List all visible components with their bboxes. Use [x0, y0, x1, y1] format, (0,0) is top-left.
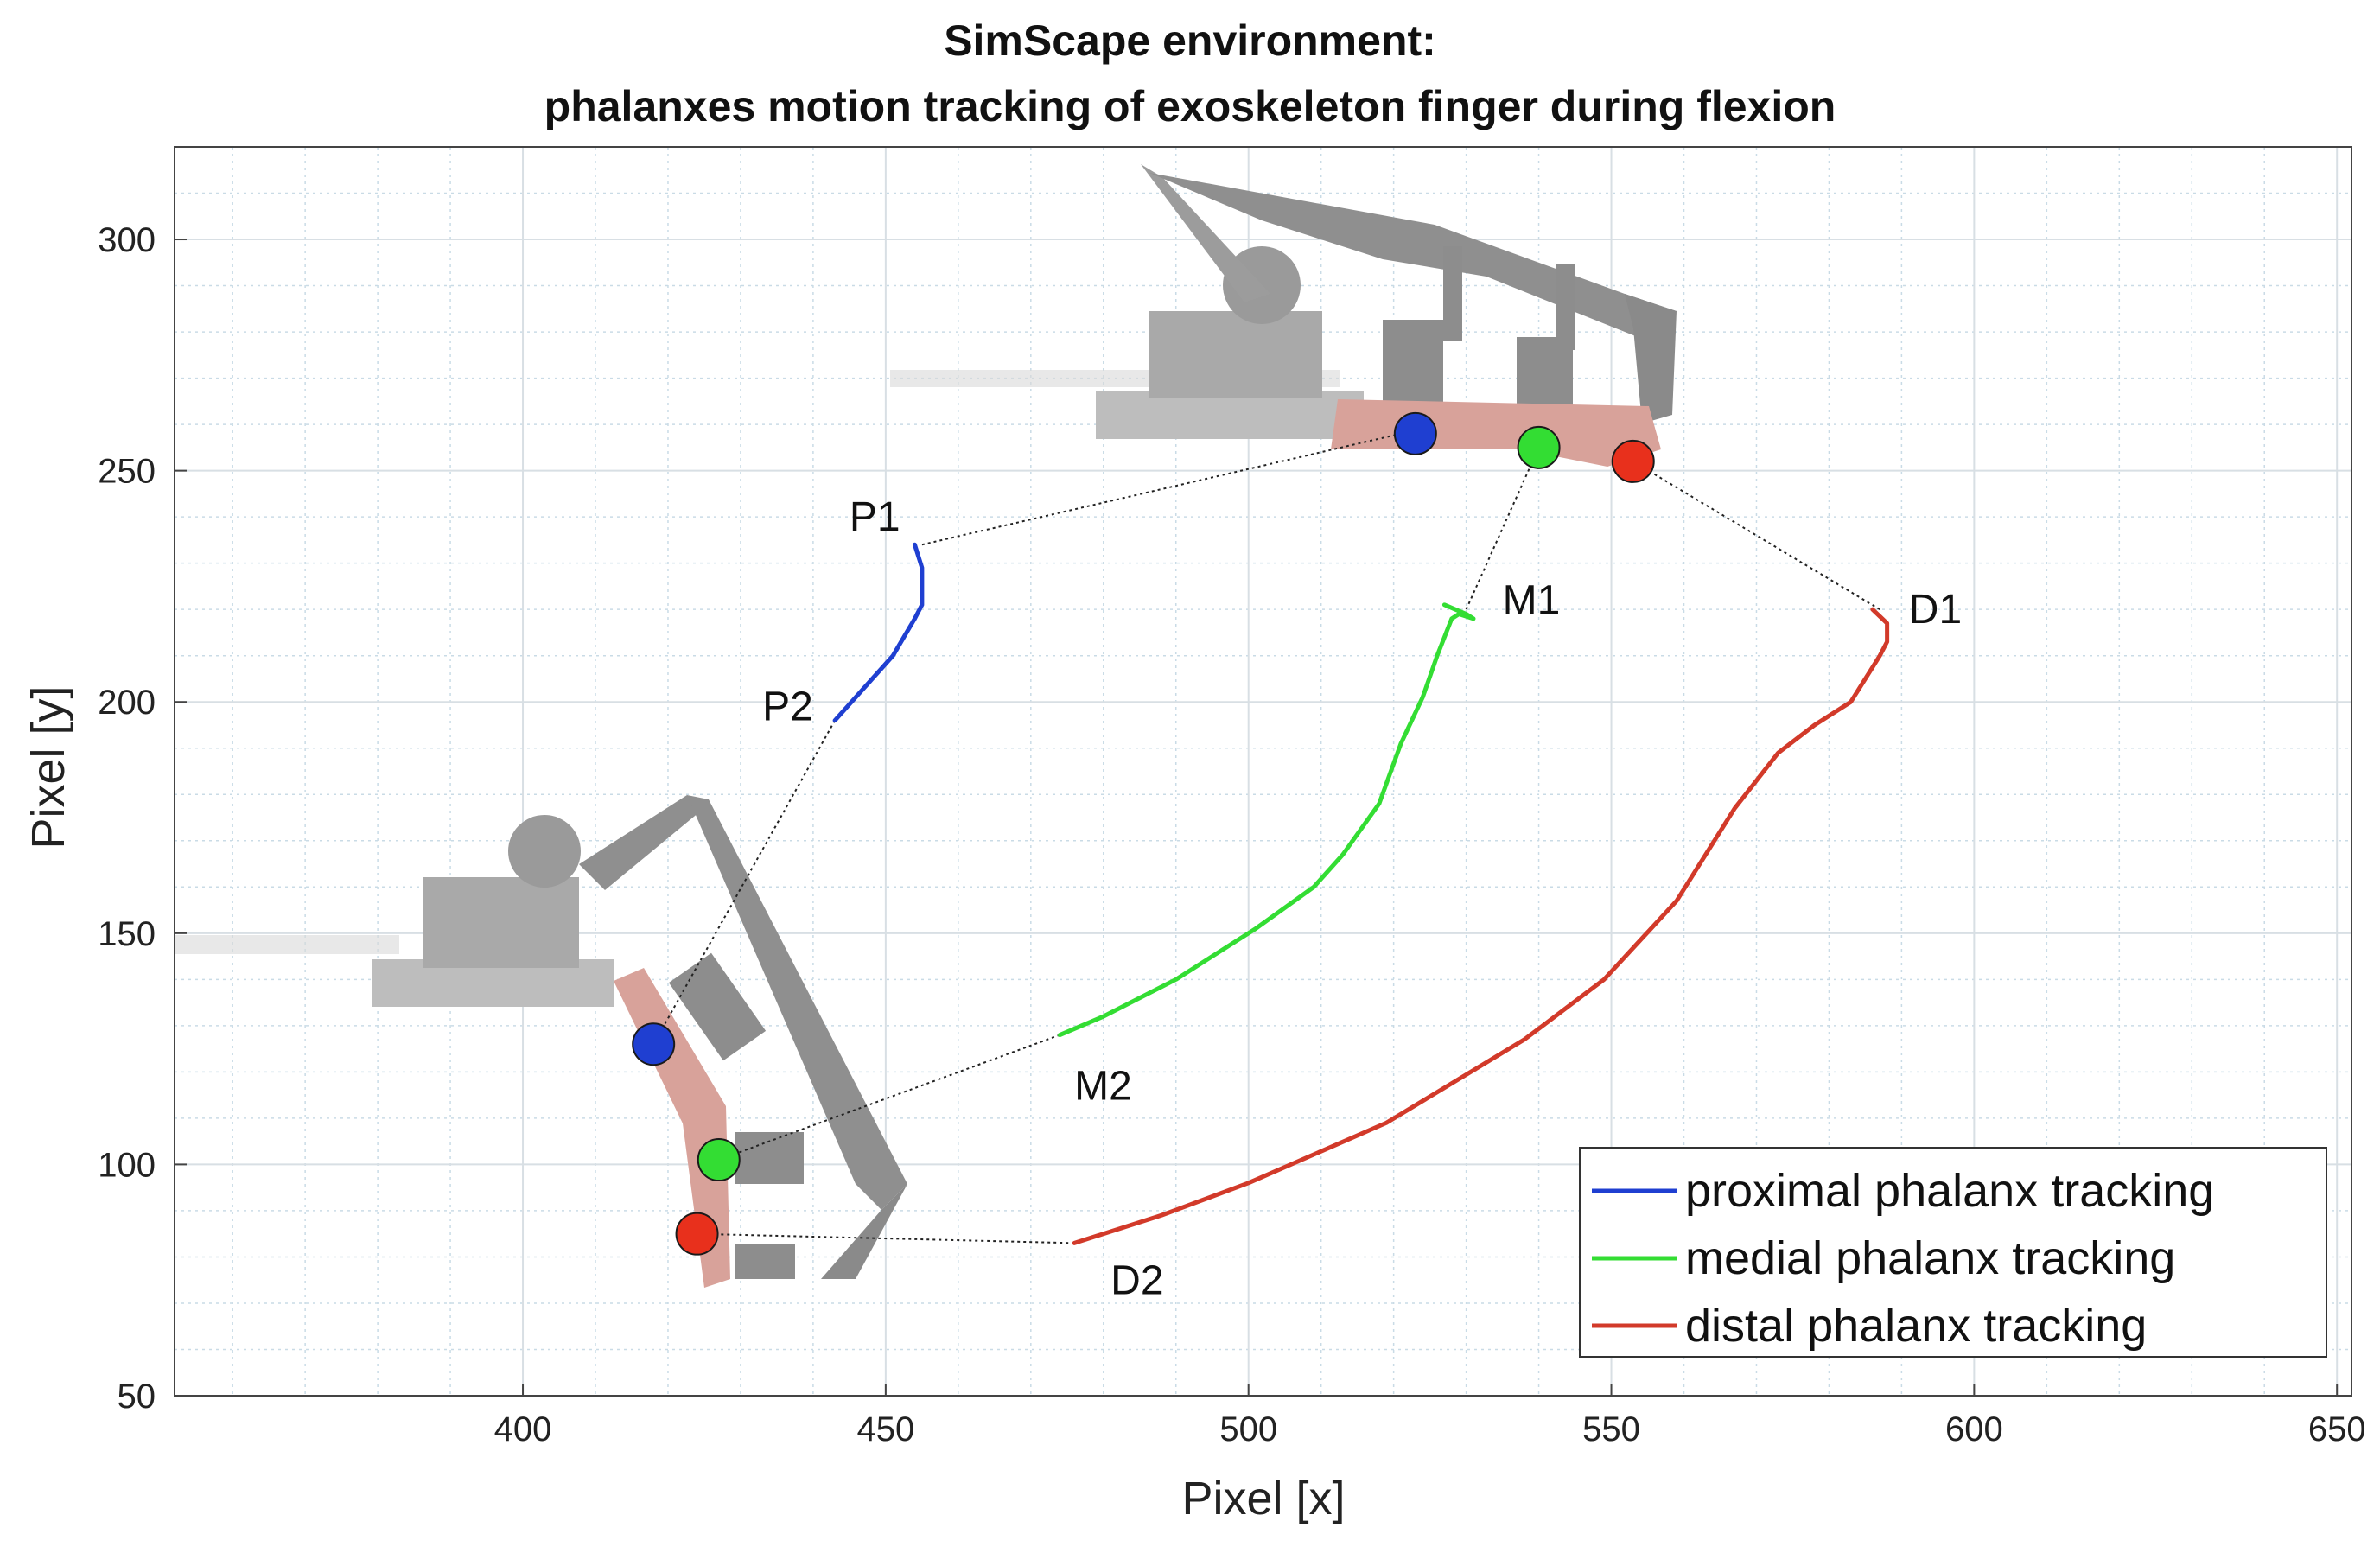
exo-bottom-frame-long: [687, 795, 907, 1210]
exo-top-rod-2: [1556, 264, 1575, 350]
exo-bottom-link-3: [735, 1244, 795, 1279]
joint-marker-medial: [1517, 425, 1561, 469]
series-line: [832, 542, 925, 723]
x-tick-label: 450: [856, 1410, 914, 1448]
x-tick-label: 600: [1945, 1410, 2003, 1448]
exo-top-rod-1: [1443, 246, 1462, 341]
annotation-label: M2: [1074, 1063, 1132, 1109]
annotation-label: D1: [1909, 587, 1962, 633]
y-tick-label: 250: [98, 453, 156, 491]
series-line: [1057, 602, 1476, 1038]
y-tick-label: 50: [118, 1378, 156, 1416]
exo-top-link-1: [1383, 320, 1443, 415]
x-tick-label: 500: [1219, 1410, 1277, 1448]
legend-label: medial phalanx tracking: [1685, 1232, 2175, 1284]
joint-marker-distal: [675, 1212, 719, 1256]
legend-label: proximal phalanx tracking: [1685, 1165, 2214, 1217]
legend-entries: proximal phalanx tracking medial phalanx …: [1592, 1165, 2214, 1352]
connector-lines: [652, 432, 1880, 1244]
exo-bottom-frame-tip: [821, 1184, 907, 1279]
tick-layer: 400 450 500 550 600 650 50 100 150 200 250 300: [98, 221, 2365, 1448]
exo-top-arm-a: [1141, 164, 1270, 302]
legend-box: [1579, 1147, 2327, 1358]
exo-top-base-plate: [1096, 391, 1364, 439]
legend-label: distal phalanx tracking: [1685, 1300, 2147, 1352]
plot-frame: [174, 146, 2352, 1397]
joint-marker-distal: [1611, 439, 1655, 483]
annotation-label: D2: [1110, 1257, 1163, 1303]
y-tick-label: 300: [98, 221, 156, 259]
x-tick-label: 550: [1582, 1410, 1640, 1448]
joint-marker-proximal: [1393, 411, 1437, 455]
exo-bottom-finger: [614, 968, 730, 1288]
connector-line: [697, 1232, 1075, 1244]
joint-markers: [632, 411, 1655, 1256]
exo-top-frame-upper: [1149, 173, 1677, 346]
y-tick-label: 100: [98, 1146, 156, 1184]
exo-bottom-link-2: [735, 1132, 804, 1184]
exo-top-motor: [1149, 311, 1322, 398]
exoskeleton-illustrations: [175, 164, 1677, 1288]
y-axis-label: Pixel [y]: [22, 685, 74, 849]
exoskeleton-bottom-drawing: [175, 795, 907, 1288]
exo-bottom-arm: [579, 795, 704, 890]
exo-bottom-fade-bar: [175, 935, 399, 954]
exo-bottom-motor: [423, 877, 579, 968]
exo-bottom-gear: [508, 815, 581, 888]
y-tick-label: 150: [98, 915, 156, 953]
exoskeleton-top-drawing: [890, 164, 1677, 467]
annotation-label: P2: [762, 684, 813, 730]
joint-marker-proximal: [632, 1022, 676, 1066]
legend: proximal phalanx tracking medial phalanx …: [1579, 1147, 2327, 1358]
connector-line: [718, 1034, 1060, 1161]
x-tick-label: 400: [494, 1410, 552, 1448]
exo-top-frame-right: [1625, 294, 1677, 423]
annotation-label: M1: [1503, 578, 1561, 624]
series-layer: [832, 542, 1890, 1245]
annotation-label: P1: [850, 494, 900, 540]
x-tick-label: 650: [2308, 1410, 2366, 1448]
exo-bottom-link-1: [668, 952, 767, 1061]
chart-title: SimScape environment:: [944, 16, 1436, 65]
series-line: [1072, 607, 1890, 1245]
y-tick-label: 200: [98, 684, 156, 722]
chart-subtitle: phalanxes motion tracking of exoskeleton…: [544, 82, 1836, 130]
x-axis-label: Pixel [x]: [1181, 1473, 1345, 1524]
connector-line: [652, 720, 836, 1045]
joint-marker-medial: [697, 1138, 741, 1182]
